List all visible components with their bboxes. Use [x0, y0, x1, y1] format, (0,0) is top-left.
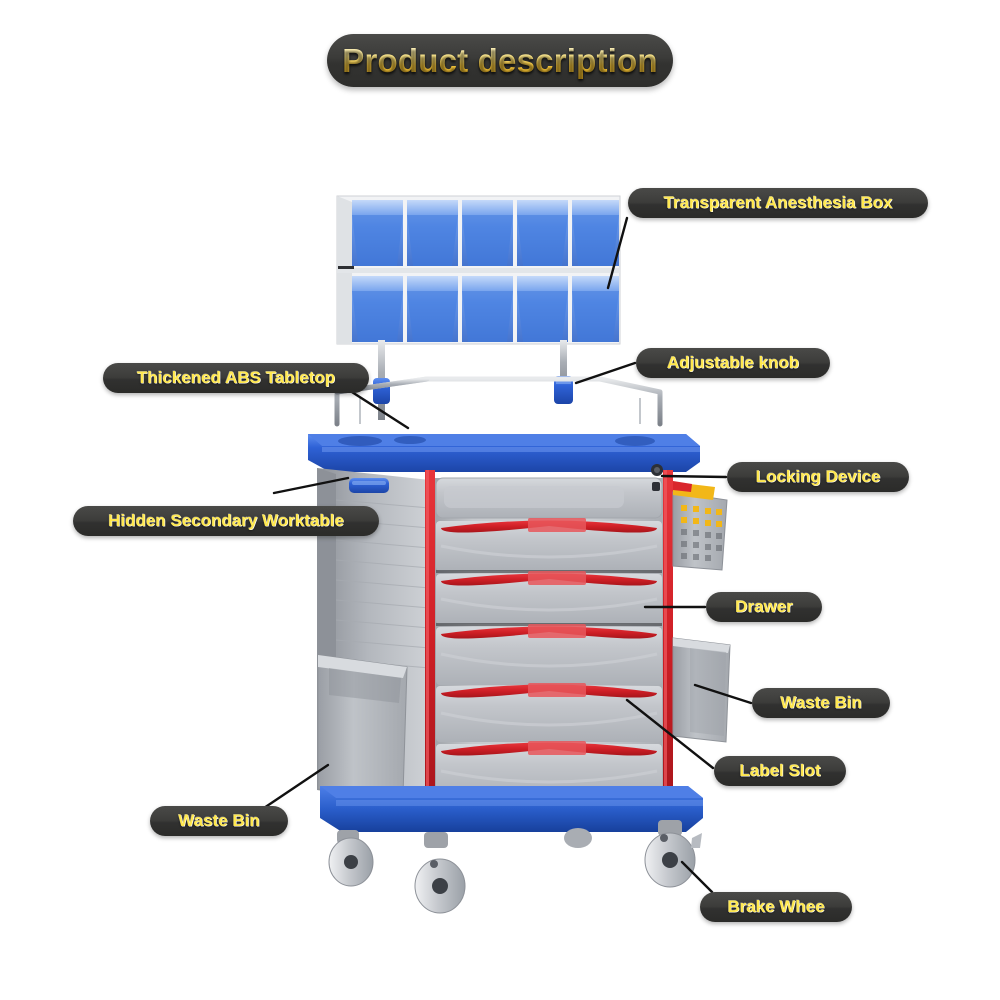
callout-thickened-abs-tabletop: Thickened ABS Tabletop	[103, 363, 369, 393]
callout-adjustable-knob: Adjustable knob	[636, 348, 830, 378]
callout-drawer: Drawer	[706, 592, 822, 622]
drawer-2	[436, 571, 662, 626]
locking-device-graphic	[651, 464, 663, 491]
accent-strip-left	[425, 470, 435, 804]
accent-strip-right	[663, 470, 673, 804]
callout-label-text: Transparent Anesthesia Box	[663, 193, 893, 212]
callout-label-text: Waste Bin	[178, 811, 260, 830]
callout-waste-bin-right: Waste Bin	[752, 688, 890, 718]
accessory-basket	[672, 481, 728, 571]
label-slot-graphic	[528, 741, 586, 755]
callout-label-slot: Label Slot	[714, 756, 846, 786]
drawer-3	[436, 624, 662, 685]
callout-label-text: Hidden Secondary Worktable	[108, 511, 344, 530]
waste-bin-right-graphic	[672, 637, 731, 743]
thickened-abs-tabletop-graphic	[308, 434, 700, 472]
support-post-right	[560, 340, 567, 395]
drawer-4	[436, 683, 662, 742]
caster-back-right	[564, 828, 592, 848]
callout-label-text: Drawer	[735, 597, 793, 616]
caster-wheels	[328, 820, 702, 914]
page-title-pill: Product description	[327, 34, 673, 87]
page-title: Product description	[342, 41, 658, 79]
drawer-stack	[436, 518, 662, 800]
callout-hidden-secondary-worktable: Hidden Secondary Worktable	[73, 506, 379, 536]
callout-label-text: Adjustable knob	[666, 353, 800, 372]
callout-locking-device: Locking Device	[727, 462, 909, 492]
caster-front-left	[414, 832, 466, 914]
waste-bin-left-graphic	[317, 654, 408, 796]
drawer-1	[436, 518, 662, 573]
cart-base	[320, 786, 703, 832]
callout-label-text: Waste Bin	[780, 693, 862, 712]
callout-waste-bin-left: Waste Bin	[150, 806, 288, 836]
callout-label-text: Thickened ABS Tabletop	[136, 368, 336, 387]
transparent-anesthesia-box-graphic	[336, 195, 621, 345]
callout-transparent-anesthesia-box: Transparent Anesthesia Box	[628, 188, 928, 218]
caster-back-left	[328, 830, 374, 887]
callout-label-text: Brake Whee	[727, 897, 825, 916]
callout-label-text: Locking Device	[755, 467, 881, 486]
callout-label-text: Label Slot	[739, 761, 821, 780]
callout-brake-wheel: Brake Whee	[700, 892, 852, 922]
hidden-secondary-worktable-graphic	[349, 478, 389, 493]
cart-top-panel	[435, 477, 663, 519]
